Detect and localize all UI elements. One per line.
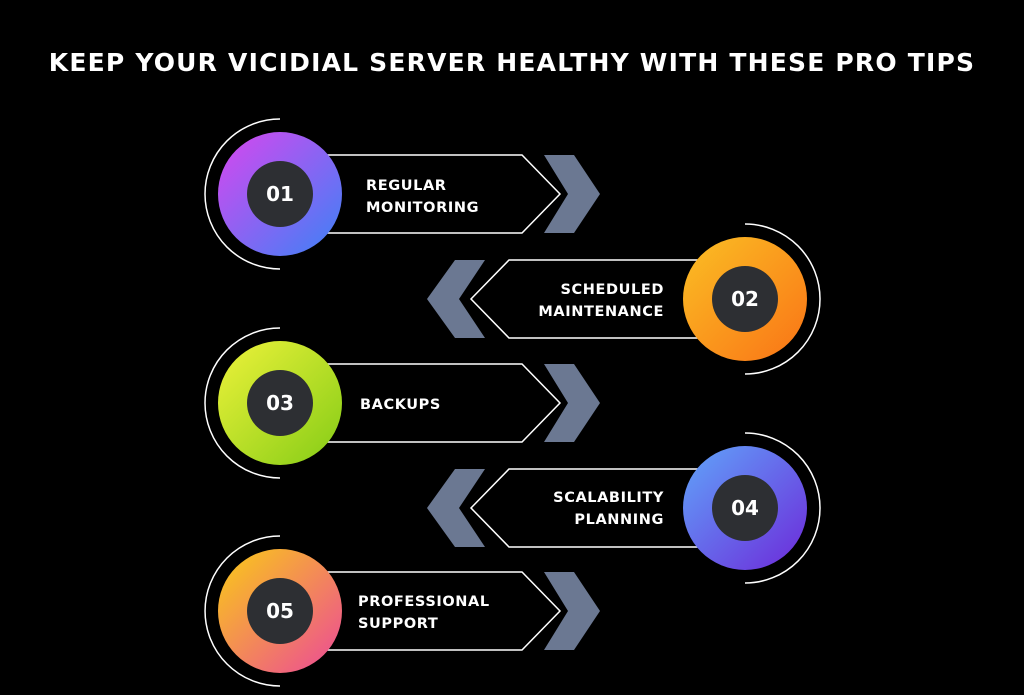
label-arrow-box — [469, 468, 707, 548]
tip-number: 01 — [266, 182, 294, 206]
label-arrow-box — [318, 154, 562, 234]
tip-number: 03 — [266, 391, 294, 415]
outer-arc — [204, 118, 281, 270]
tip-label-line2: MONITORING — [366, 200, 479, 216]
tip-step-04: 04 SCALABILITY PLANNING — [427, 432, 821, 584]
chevron-right-icon — [544, 155, 600, 233]
tip-step-05: 05 PROFESSIONAL SUPPORT — [204, 535, 600, 687]
label-arrow-box — [318, 363, 562, 443]
tip-number: 05 — [266, 599, 294, 623]
number-badge — [247, 578, 313, 644]
number-badge — [712, 475, 778, 541]
tip-label-line2: SUPPORT — [358, 616, 438, 632]
chevron-right-icon — [544, 364, 600, 442]
number-badge — [247, 370, 313, 436]
tip-label-line1: SCHEDULED — [560, 282, 664, 298]
tip-label-line1: PROFESSIONAL — [358, 594, 490, 610]
tip-step-03: 03 BACKUPS — [204, 327, 600, 479]
tip-label-line1: REGULAR — [366, 178, 447, 194]
page-title: KEEP YOUR VICIDIAL SERVER HEALTHY WITH T… — [48, 48, 976, 77]
tip-number: 02 — [731, 287, 759, 311]
tip-label-line2: PLANNING — [574, 512, 664, 528]
outer-arc — [744, 223, 821, 375]
outer-arc — [204, 535, 281, 687]
tip-step-02: 02 SCHEDULED MAINTENANCE — [427, 223, 821, 375]
tip-label-line1: BACKUPS — [360, 397, 441, 413]
label-arrow-box — [318, 571, 562, 651]
tip-label-line1: SCALABILITY — [553, 490, 664, 506]
chevron-left-icon — [427, 469, 485, 547]
outer-arc — [744, 432, 821, 584]
chevron-left-icon — [427, 260, 485, 338]
chevron-right-icon — [544, 572, 600, 650]
outer-arc — [204, 327, 281, 479]
label-arrow-box — [469, 259, 707, 339]
tip-step-01: 01 REGULAR MONITORING — [204, 118, 600, 270]
number-badge — [712, 266, 778, 332]
tip-label-line2: MAINTENANCE — [538, 304, 664, 320]
number-badge — [247, 161, 313, 227]
tip-number: 04 — [731, 496, 759, 520]
